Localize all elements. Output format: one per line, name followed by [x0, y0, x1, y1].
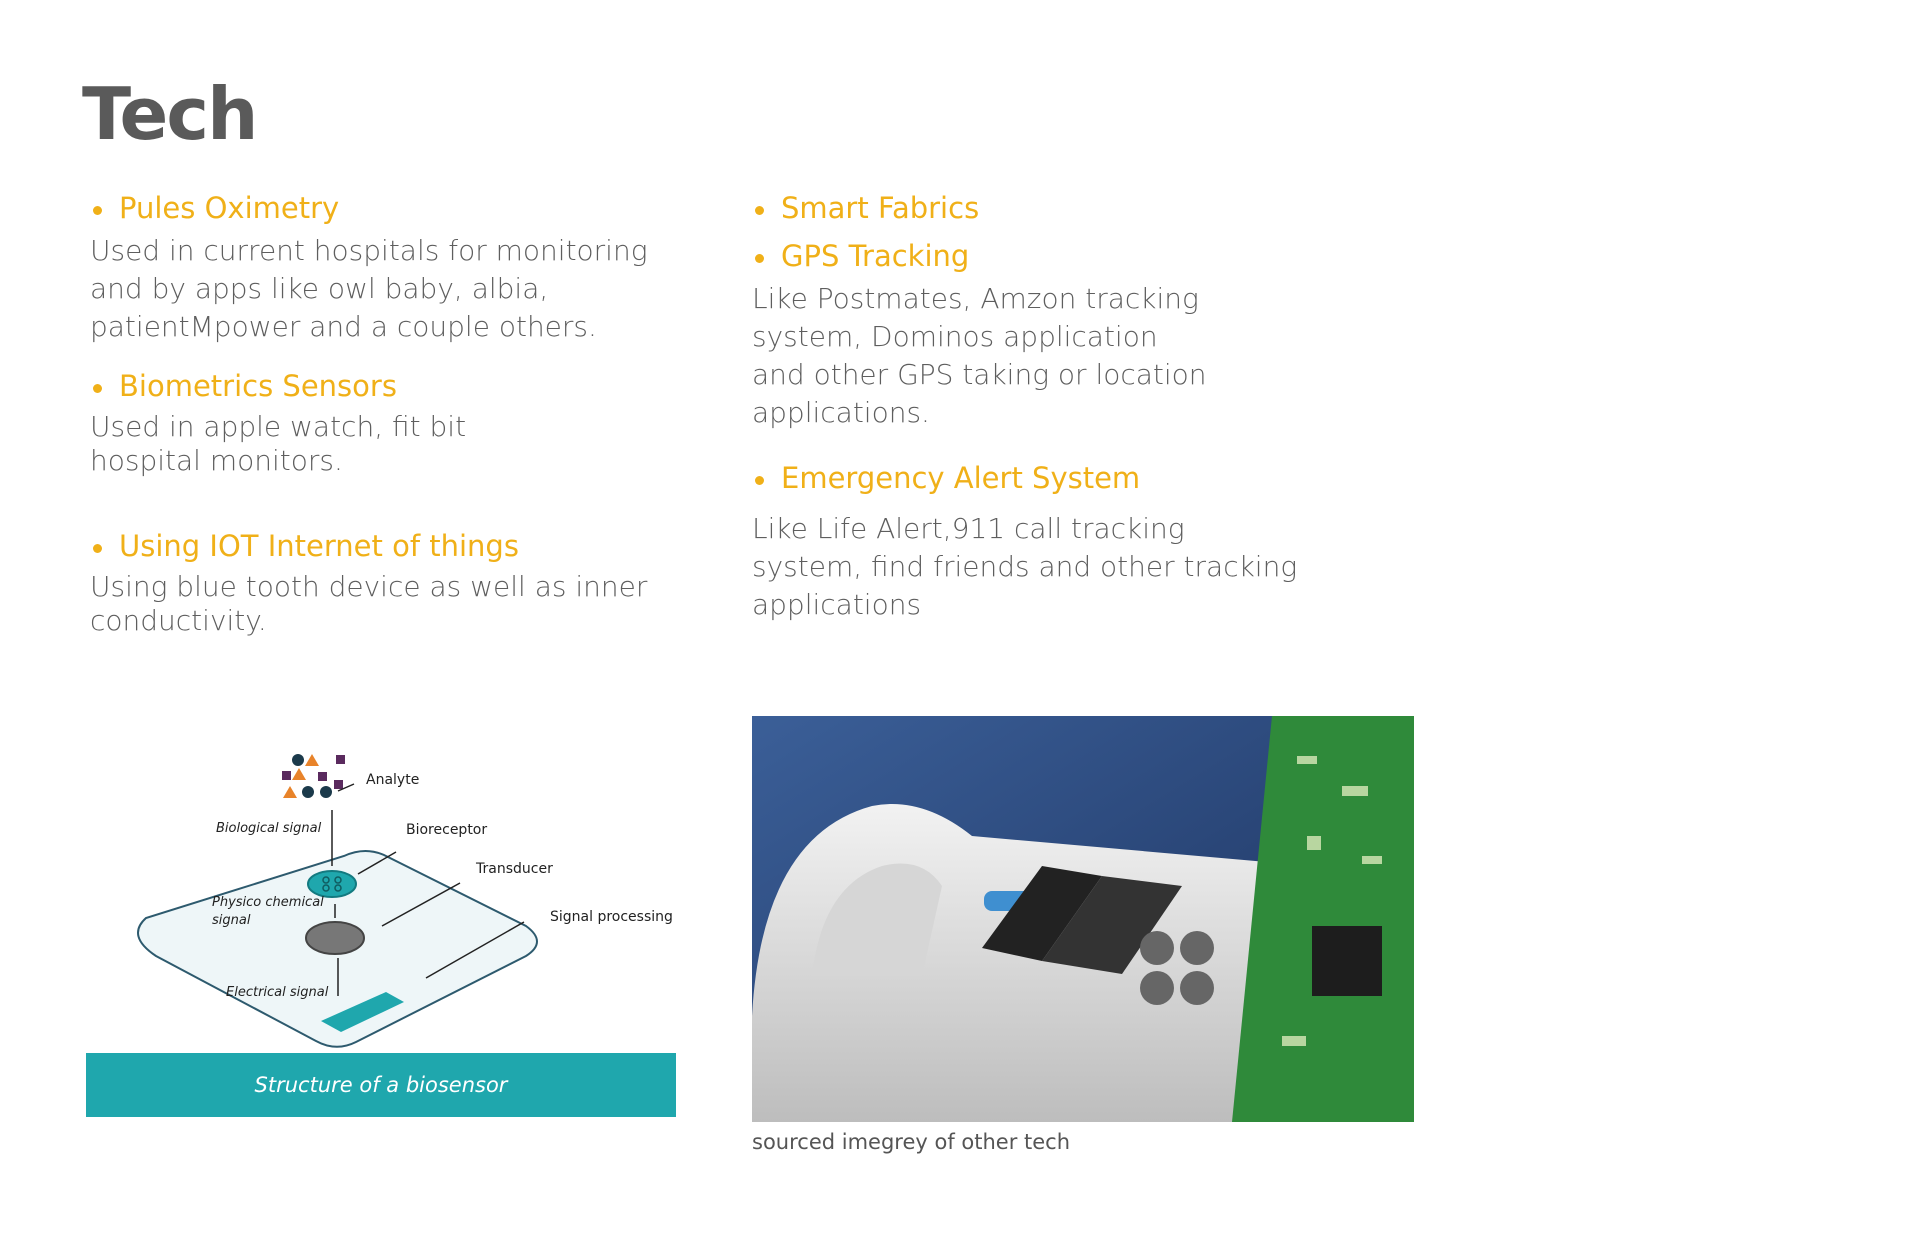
section-heading: Smart Fabrics: [752, 190, 979, 228]
photo-caption: sourced imegrey of other tech: [752, 1130, 1071, 1154]
section-description: Used in current hospitals for monitoring…: [90, 233, 648, 343]
section-heading: Using IOT Internet of things: [90, 528, 647, 566]
tech-photo: [752, 716, 1414, 1122]
section-pulse-oximetry: Pules Oximetry Used in current hospitals…: [90, 190, 648, 346]
label-biological-signal: Biological signal: [216, 821, 322, 836]
page-title: Tech: [82, 72, 258, 156]
analyte-shapes: [282, 754, 345, 798]
biosensor-caption: Structure of a biosensor: [86, 1053, 676, 1117]
label-bioreceptor: Bioreceptor: [406, 822, 487, 838]
transducer-shape: [305, 921, 365, 955]
bioreceptor-shape: [307, 870, 357, 898]
label-analyte: Analyte: [366, 772, 419, 788]
section-gps-tracking: GPS Tracking Like Postmates, Amzon track…: [752, 238, 1207, 432]
label-physico-chemical: Physico chemical: [212, 895, 324, 910]
section-description: Like Postmates, Amzon tracking system, D…: [752, 281, 1207, 429]
label-transducer: Transducer: [475, 861, 553, 877]
section-heading: Pules Oximetry: [90, 190, 648, 228]
label-signal-processing: Signal processing: [550, 909, 673, 925]
section-description: Used in apple watch, fit bit hospital mo…: [90, 409, 467, 477]
section-emergency-alert: Emergency Alert System Like Life Alert,9…: [752, 460, 1297, 624]
section-iot: Using IOT Internet of things Using blue …: [90, 528, 647, 638]
section-heading: Emergency Alert System: [752, 460, 1297, 498]
label-electrical-signal: Electrical signal: [226, 985, 329, 1000]
signal-processing-chip: [321, 992, 404, 1032]
section-description: Like Life Alert,911 call tracking system…: [752, 511, 1298, 621]
section-heading: GPS Tracking: [752, 238, 1207, 276]
section-biometrics-sensors: Biometrics Sensors Used in apple watch, …: [90, 368, 466, 478]
biosensor-diagram: Analyte Biological signal Bioreceptor Tr…: [137, 754, 673, 1048]
section-heading: Biometrics Sensors: [90, 368, 466, 406]
section-smart-fabrics: Smart Fabrics: [752, 190, 979, 228]
label-physico-chemical-signal: signal: [212, 913, 251, 928]
section-description: Using blue tooth device as well as inner…: [90, 569, 648, 637]
